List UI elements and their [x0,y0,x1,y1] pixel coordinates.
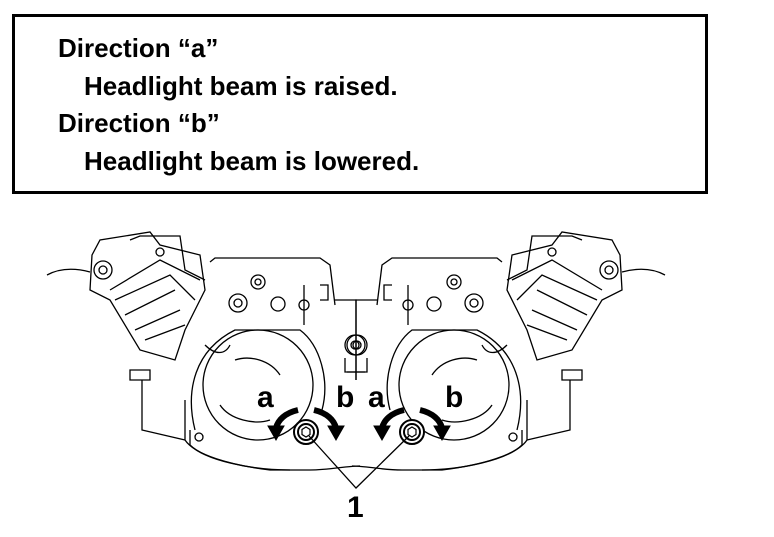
label-right-a: a [368,381,385,414]
callout-number: 1 [347,491,364,524]
left-arrow-b-head [327,425,345,442]
direction-a-result: Headlight beam is raised. [84,71,398,101]
left-arrow-a-head [267,425,285,442]
label-left-a: a [257,381,274,414]
right-adjusting-screw [399,419,425,445]
right-arrow-a-head [373,425,391,442]
direction-b-result: Headlight beam is lowered. [84,146,420,176]
direction-b-heading: Direction “b” [58,108,220,138]
right-headlight-unit [346,231,666,471]
label-left-b: b [336,381,354,414]
right-arrow-b-head [433,425,451,442]
instruction-box: Direction “a” Headlight beam is raised. … [12,14,708,194]
right-arrow-b-icon [419,407,445,429]
direction-a-heading: Direction “a” [58,33,219,63]
callout-leader-lines [308,435,410,489]
left-arrow-b-icon [313,407,339,429]
right-arrow-a-icon [379,407,405,429]
left-adjusting-screw [293,419,319,445]
label-right-b: b [445,381,463,414]
